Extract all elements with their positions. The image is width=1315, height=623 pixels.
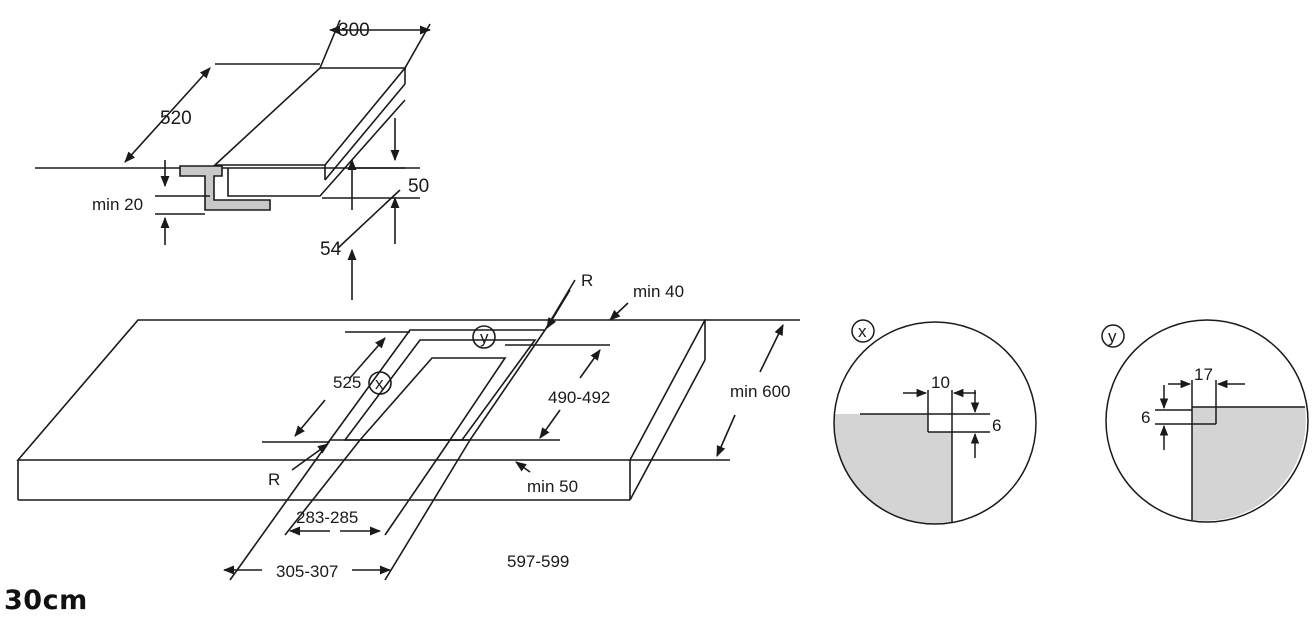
cutout-outer bbox=[328, 329, 547, 441]
page-heading: 30cm bbox=[4, 585, 88, 616]
dim-min-50: min 50 bbox=[527, 477, 578, 496]
dim-50: 50 bbox=[408, 176, 429, 197]
detail-y-marker: y bbox=[1108, 327, 1117, 346]
dim-525: 525 bbox=[333, 373, 361, 392]
marker-y-label: y bbox=[480, 328, 489, 347]
dim-597-599: 597-599 bbox=[507, 552, 569, 571]
dim-490-492: 490-492 bbox=[548, 388, 610, 407]
dim-305-307: 305-307 bbox=[276, 562, 338, 581]
detail-y-height: 6 bbox=[1141, 408, 1150, 427]
dim-283-285: 283-285 bbox=[296, 508, 358, 527]
dim-min-40: min 40 bbox=[633, 282, 684, 301]
detail-x-height: 6 bbox=[992, 416, 1001, 435]
label-R-bottom: R bbox=[268, 470, 280, 489]
detail-marker-x bbox=[368, 371, 392, 395]
hob-plate bbox=[212, 67, 407, 166]
dim-min-600: min 600 bbox=[730, 382, 790, 401]
dim-54: 54 bbox=[320, 239, 342, 260]
detail-x-marker: x bbox=[858, 322, 867, 341]
detail-marker-y bbox=[472, 325, 496, 349]
cutout-view bbox=[16, 279, 800, 581]
dim-min-20: min 20 bbox=[92, 195, 143, 214]
dim-300: 300 bbox=[338, 20, 370, 41]
detail-x-width: 10 bbox=[931, 373, 950, 392]
marker-x-label: x bbox=[375, 374, 384, 393]
hob-top-view bbox=[35, 19, 432, 300]
dim-520: 520 bbox=[160, 108, 192, 129]
detail-x bbox=[833, 319, 1037, 525]
label-R-top: R bbox=[581, 271, 593, 290]
detail-y-width: 17 bbox=[1194, 365, 1213, 384]
detail-y bbox=[1101, 319, 1309, 523]
